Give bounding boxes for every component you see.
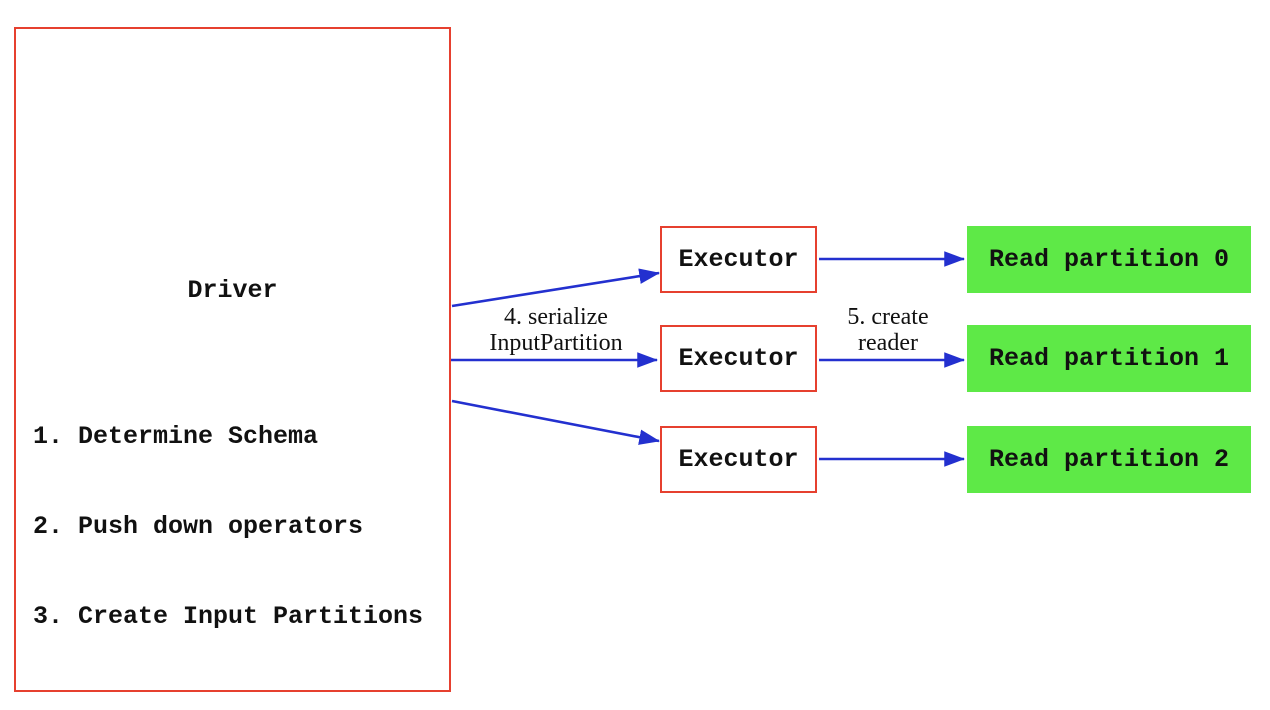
edge-label-serialize-input-partition: 4. serialize InputPartition [446, 304, 666, 356]
read-partition-label-2: Read partition 2 [988, 445, 1230, 474]
read-partition-label-1: Read partition 1 [988, 344, 1230, 373]
driver-title: Driver [187, 276, 278, 305]
executor-box-2: Executor [660, 426, 817, 493]
read-partition-box-2: Read partition 2 [967, 426, 1251, 493]
edge-label-serialize-line2: InputPartition [489, 330, 623, 356]
edge-label-reader-line2: reader [858, 330, 918, 356]
executor-label-2: Executor [678, 445, 799, 474]
edge-label-reader-line1: 5. create [847, 304, 929, 330]
driver-step-2: 2. Push down operators [33, 512, 364, 541]
driver-box: Driver 1. Determine Schema 2. Push down … [14, 27, 451, 692]
edge-label-create-reader: 5. create reader [798, 304, 978, 356]
executor-box-1: Executor [660, 325, 817, 392]
edge-driver-to-executor-2 [451, 399, 661, 445]
executor-label-0: Executor [678, 245, 799, 274]
edge-label-serialize-line1: 4. serialize [504, 304, 608, 330]
executor-label-1: Executor [678, 344, 799, 373]
driver-step-1: 1. Determine Schema [33, 422, 319, 451]
driver-steps: 1. Determine Schema 2. Push down operato… [33, 362, 423, 692]
read-partition-box-0: Read partition 0 [967, 226, 1251, 293]
driver-step-3: 3. Create Input Partitions [33, 602, 424, 631]
executor-box-0: Executor [660, 226, 817, 293]
read-partition-label-0: Read partition 0 [988, 245, 1230, 274]
edge-driver-to-executor-0 [451, 268, 661, 308]
read-partition-box-1: Read partition 1 [967, 325, 1251, 392]
